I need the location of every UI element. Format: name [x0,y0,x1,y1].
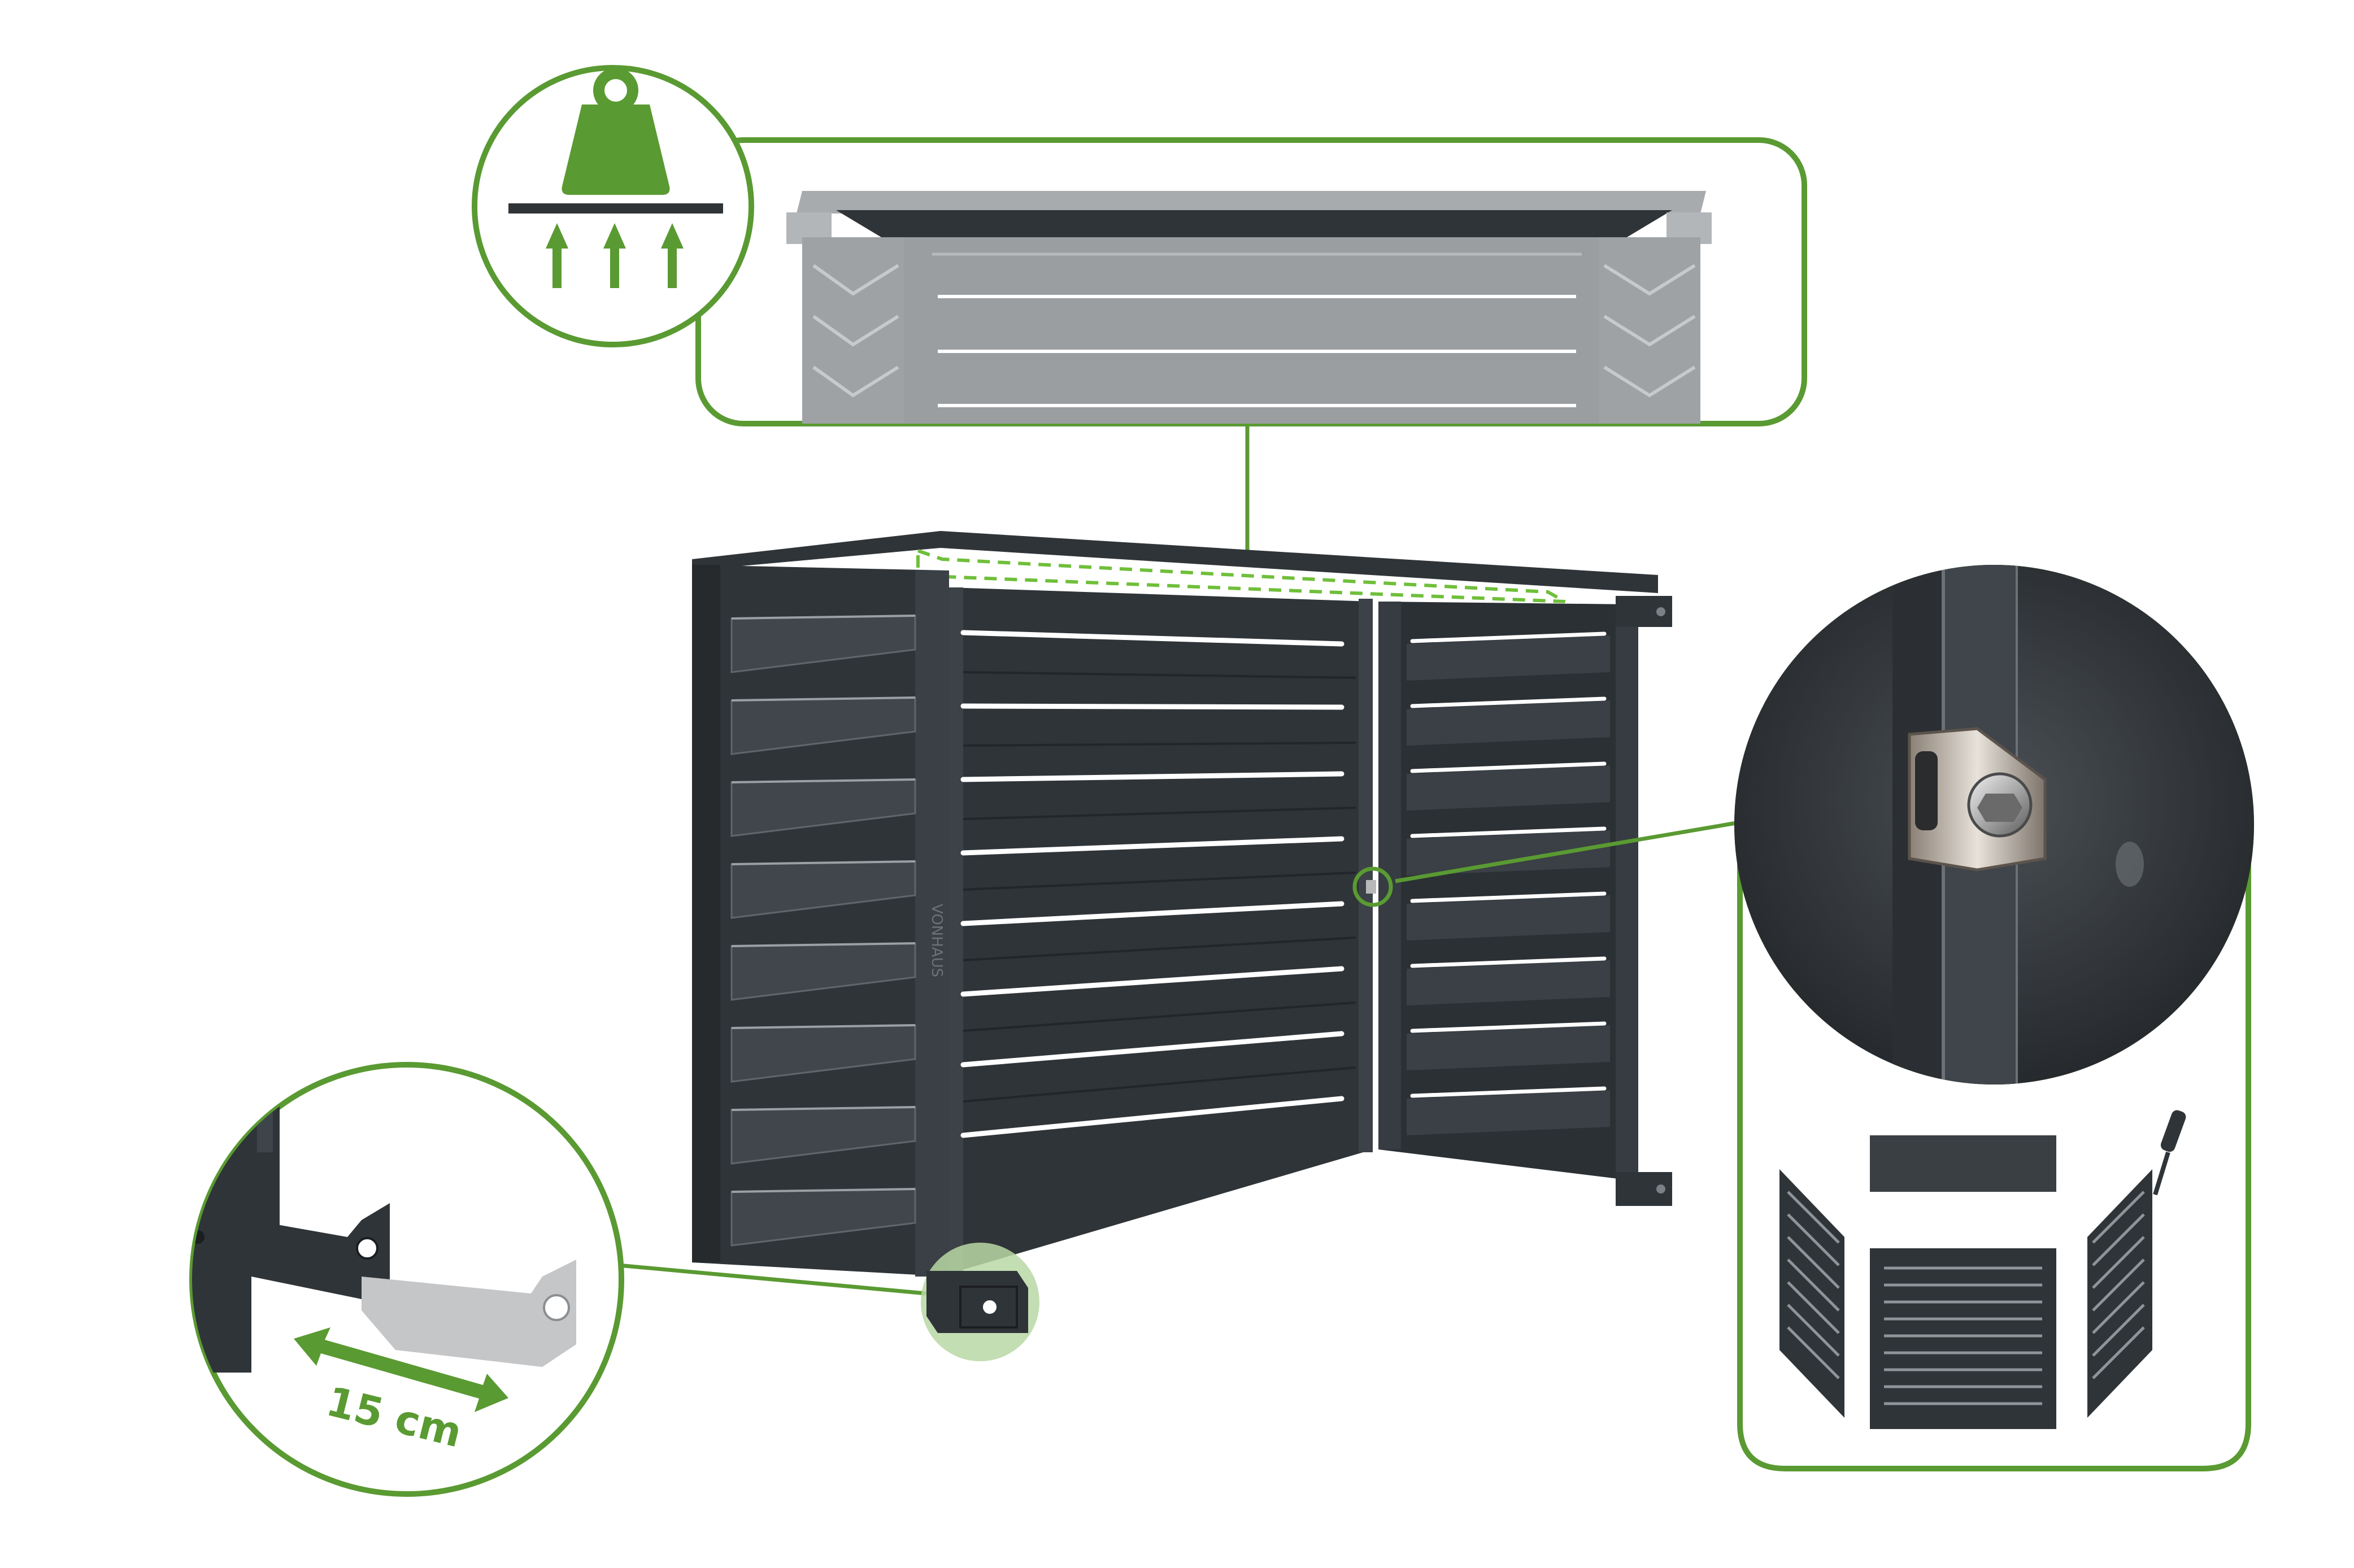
weight-on-plate-with-up-arrows-icon [508,68,723,288]
brand-mark: VONHAUS [928,904,945,977]
assembly-callout [1395,565,2254,1471]
main-product-cover: VONHAUS [692,531,1672,1277]
double-arrow-icon [294,1327,508,1412]
extension-callout: 15 cm [189,1062,624,1497]
lid-dark-panel [836,210,1672,237]
right-top-bracket [1616,596,1672,627]
right-side-louvres [1407,631,1610,1135]
foot-extended [362,1260,576,1367]
left-side-panel [692,565,949,1277]
lid-highlight-dashes [916,549,1566,603]
part-front-panel [1870,1248,2056,1429]
weight-load-icon-badge [472,65,754,347]
parts-kit-diagram [1779,1110,2186,1429]
clip-location-marker [1352,866,1393,907]
right-callout-connector [1395,820,1743,883]
gray-cover-top-view [786,191,1712,424]
foot-highlight [618,1243,1039,1361]
foot-retracted [251,1203,390,1299]
left-callout-connector [618,1263,927,1296]
front-panel [949,587,1373,1274]
screwdriver-icon [2153,1110,2186,1196]
left-side-louvres [730,615,916,1247]
metal-clip-closeup [1908,727,2047,872]
front-slats [960,630,1344,1138]
right-bottom-bracket [1616,1172,1672,1206]
part-lid [1870,1135,2056,1192]
top-lid-callout [695,137,1807,565]
lid-top [692,531,1658,593]
